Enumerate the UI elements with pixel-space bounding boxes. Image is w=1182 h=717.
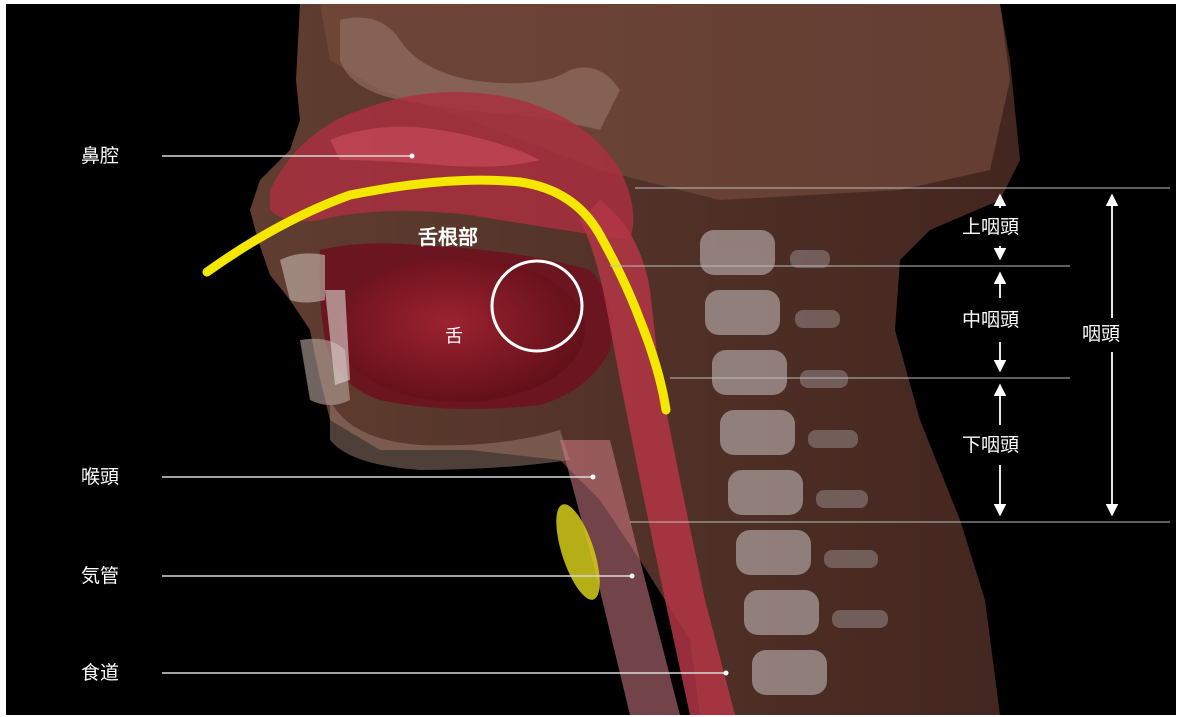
hypopharynx-label: 下咽頭	[962, 434, 1019, 456]
esophagus-label: 食道	[81, 662, 119, 684]
mesopharynx-label: 中咽頭	[962, 309, 1019, 331]
tongue-label: 舌	[445, 326, 463, 348]
trachea-label: 気管	[81, 565, 119, 587]
tongue-base-label: 舌根部	[418, 226, 478, 248]
pharynx-label: 咽頭	[1082, 323, 1120, 345]
nasal-cavity-label: 鼻腔	[81, 145, 119, 167]
epipharynx-label: 上咽頭	[962, 216, 1019, 238]
larynx-label: 喉頭	[81, 466, 119, 488]
